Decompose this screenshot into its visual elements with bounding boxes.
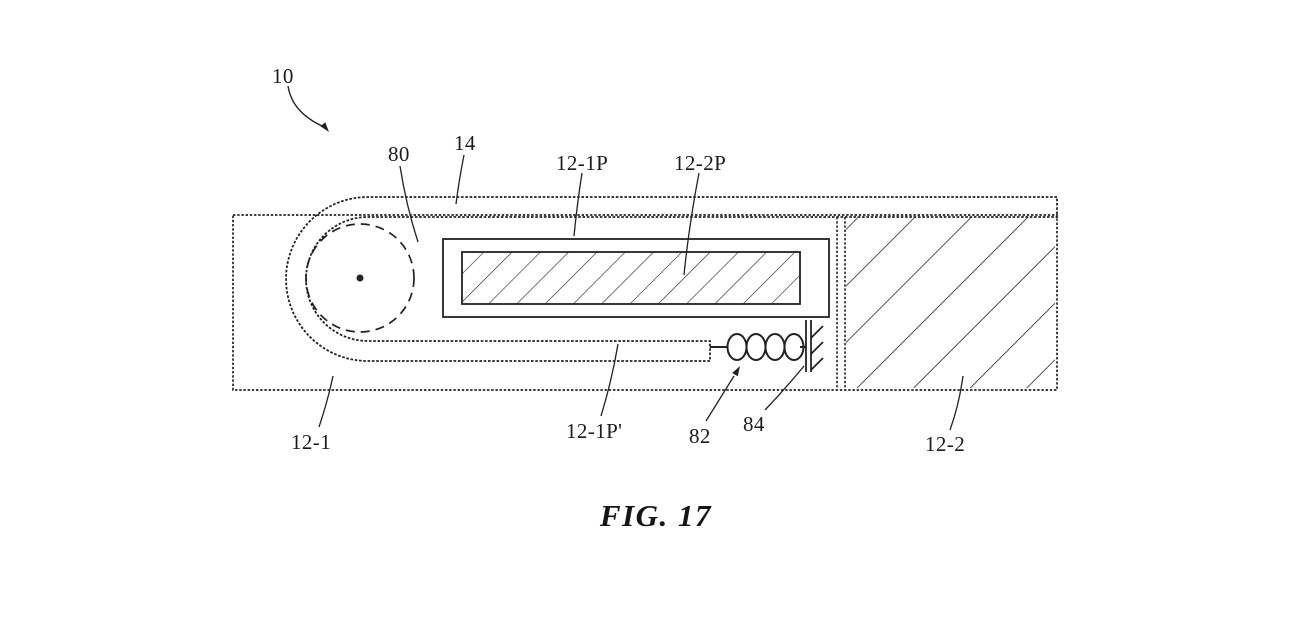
leader-12-1 <box>318 375 334 428</box>
ref-label-12-2: 12-2 <box>925 432 966 456</box>
ref-label-12-1: 12-1 <box>291 430 332 454</box>
leader-80 <box>399 165 419 243</box>
leader-lines <box>287 85 964 431</box>
spring-coil <box>710 333 806 361</box>
housing-seam-lines <box>836 217 846 389</box>
leader-12-2p <box>683 172 700 276</box>
ref-label-80: 80 <box>388 142 410 166</box>
display-band <box>285 196 1058 362</box>
ref-label-12-2p: 12-2P <box>674 151 727 175</box>
figure-caption: FIG. 17 <box>599 498 713 533</box>
housing-outline <box>232 214 1058 391</box>
display-layer-outline <box>442 238 830 318</box>
ref-label-12-1p: 12-1P <box>556 151 609 175</box>
leader-12-1p <box>573 172 583 237</box>
leader-arrowheads <box>320 122 740 377</box>
ref-label-82: 82 <box>689 424 711 448</box>
leader-84 <box>764 365 805 411</box>
leader-14 <box>455 154 465 205</box>
housing-right-hatch <box>846 217 1055 388</box>
ref-label-14: 14 <box>454 131 476 155</box>
ref-label-10: 10 <box>272 64 294 88</box>
leader-10 <box>287 85 323 127</box>
ref-label-84: 84 <box>743 412 765 436</box>
ref-label-12-1p-prime: 12-1P' <box>566 419 623 443</box>
leader-82 <box>705 375 735 422</box>
anchor-bar <box>805 320 824 372</box>
hatched-layer <box>461 251 801 305</box>
roller-circle <box>305 223 415 333</box>
leader-12-1p-prime <box>600 343 619 417</box>
roller-center-dot <box>356 274 364 282</box>
arrowhead-82 <box>732 366 740 377</box>
leader-12-2 <box>949 375 964 431</box>
arrowhead-10 <box>320 122 329 132</box>
